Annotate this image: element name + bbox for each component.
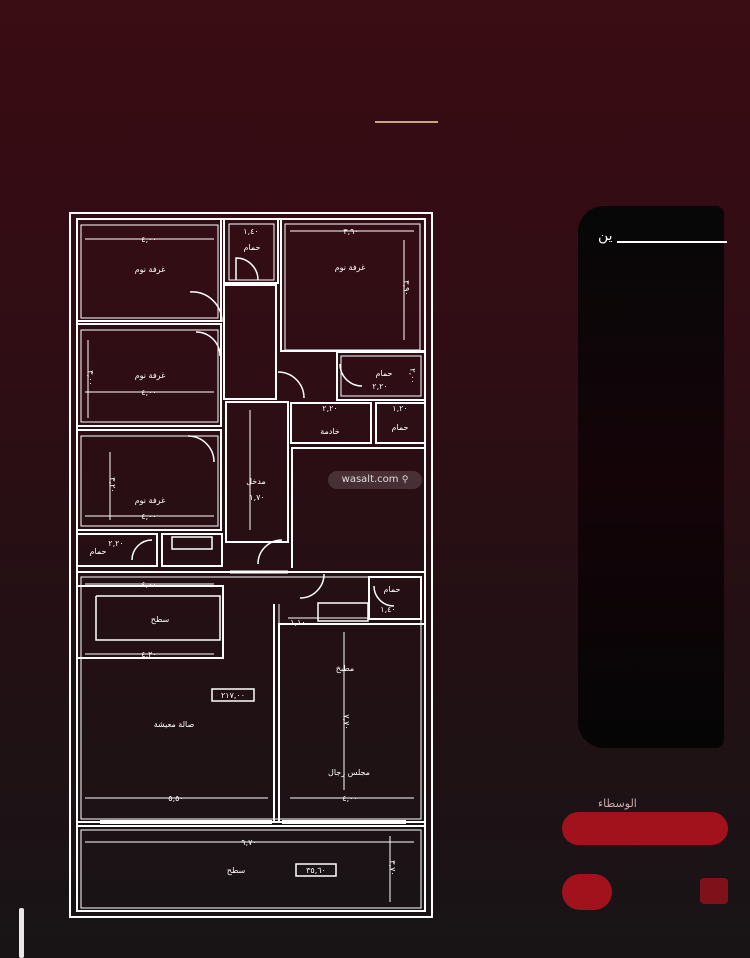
area-box-roof [295, 863, 337, 877]
whatsapp-button[interactable] [700, 878, 728, 904]
dim-entrance: ١,٧٠ [249, 493, 264, 502]
dim-bath3-top: ١,٢٠ [392, 404, 407, 413]
listing-side-panel [578, 206, 724, 748]
dim-room3-bottom: ٤,٠٠ [141, 512, 156, 521]
panel-title-underline [617, 241, 727, 243]
dim-total-width: ٩,٧٠ [241, 838, 256, 847]
area-box-living [211, 688, 255, 702]
dim-bedroom-right-side: ٣,٩٠ [402, 280, 411, 295]
dim-roof-side: ٣,٧٠ [388, 860, 397, 875]
dim-kitchen-left: ١,١٠ [290, 618, 305, 627]
contact-button[interactable] [562, 812, 728, 845]
decorative-accent-line [375, 121, 438, 123]
label-bedroom-3: غرفة نوم [135, 496, 166, 505]
door-swings [131, 257, 395, 607]
label-bedroom-4: غرفة نوم [335, 263, 366, 272]
dim-majlis-side: ٧,٧٠ [342, 714, 351, 729]
contact-caption: الوسطاء [598, 797, 637, 810]
label-majlis: مجلس رجال [328, 768, 370, 777]
dim-room2-side: ٣,٠٠ [86, 370, 95, 385]
dim-room1-top: ٤,٠٠ [141, 235, 156, 244]
floor-edges [100, 570, 406, 824]
dim-bedroom-right-top: ٣,٩٠ [343, 227, 358, 236]
label-bath-2: حمام [376, 369, 393, 378]
label-bath-3: حمام [392, 423, 409, 432]
dim-bath1-top: ١,٤٠ [243, 227, 258, 236]
room-labels: غرفة نوم غرفة نوم غرفة نوم غرفة نوم حمام… [90, 243, 409, 875]
scroll-handle[interactable] [19, 908, 24, 958]
label-entrance: مدخل [246, 477, 266, 486]
dim-living-bottom: ٥,٥٠ [168, 794, 183, 803]
label-living-hall: صالة معيشة [154, 720, 195, 729]
dim-corridor-top: ٤,٠٠ [141, 580, 156, 589]
dim-bath2-side: ٢,٠٠ [408, 368, 417, 383]
label-maid-room: خادمة [320, 427, 340, 436]
label-bedroom-2: غرفة نوم [135, 371, 166, 380]
label-bedroom-1: غرفة نوم [135, 265, 166, 274]
label-bath-5: حمام [384, 585, 401, 594]
dimension-lines [85, 230, 414, 902]
location-pin-icon: ⚲ [401, 475, 409, 485]
label-kitchen: مطبخ [336, 664, 354, 673]
watermark-text: wasalt.com [341, 474, 399, 485]
label-roof: سطح [227, 866, 246, 875]
label-bath-1: حمام [244, 243, 261, 252]
dim-room2-bottom: ٤,٠٠ [141, 388, 156, 397]
watermark-badge: wasalt.com ⚲ [328, 471, 422, 489]
dim-bath5-side: ١,٤٠ [380, 605, 395, 614]
plan-walls [69, 212, 433, 918]
call-button[interactable] [562, 874, 612, 910]
label-courtyard: سطح [151, 615, 170, 624]
label-area-living: ٢١٧,٠٠ [221, 691, 245, 700]
dim-bath2-bottom: ٢,٢٠ [372, 382, 387, 391]
dim-room3-side: ٣,٢٠ [108, 477, 117, 492]
dim-bath4-top: ٢,٢٠ [108, 539, 123, 548]
dimension-labels: ٤,٠٠ ١,٤٠ ٣,٩٠ ٣,٩٠ ٤,٠٠ ٣,٠٠ ٢,٠٠ ٢,٢٠ … [86, 227, 417, 876]
panel-title: ين [598, 228, 613, 244]
dim-courtyard-bottom: ٤,٢٠ [141, 650, 156, 659]
label-area-roof: ٣٥,٦٠ [306, 866, 326, 875]
dim-majlis-bottom: ٤,٠٠ [342, 794, 357, 803]
dim-maid-top: ٢,٢٠ [322, 404, 337, 413]
label-bath-4: حمام [90, 547, 107, 556]
